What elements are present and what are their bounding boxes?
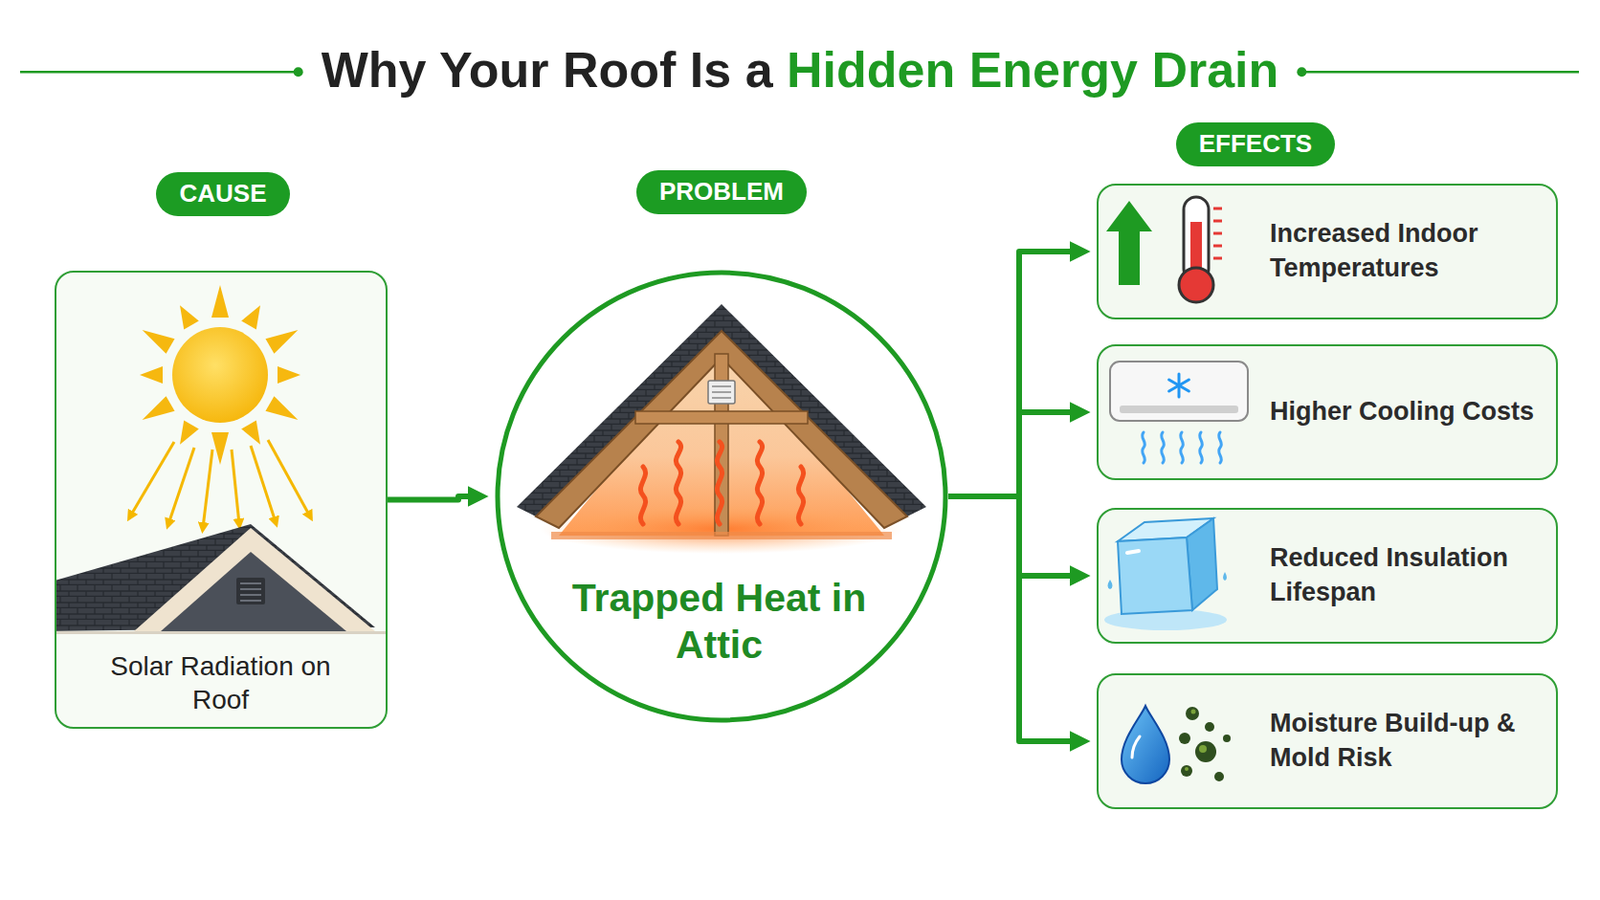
attic-cutaway [516, 304, 927, 555]
section-pill: PROBLEM [636, 170, 807, 215]
box-fill [54, 270, 388, 730]
section-pill: CAUSE [155, 172, 289, 217]
sun-icon [137, 285, 303, 466]
sun-rays [130, 440, 311, 529]
effect-box: Moisture Build-up & Mold Risk [1096, 673, 1558, 810]
thermometer-icon [1106, 197, 1223, 303]
problem-circle: PROBLEMTrapped Heat in Attic [494, 269, 949, 724]
house-roof [56, 524, 386, 635]
effect-box: Increased Indoor Temperatures [1096, 183, 1558, 320]
node-label: Higher Cooling Costs [1269, 395, 1548, 429]
node-label: Increased Indoor Temperatures [1269, 217, 1548, 285]
effect-box: Reduced Insulation Lifespan [1096, 508, 1558, 645]
node-label: Reduced Insulation Lifespan [1269, 541, 1548, 609]
flow-arrow [948, 412, 1074, 497]
box-fill [1096, 183, 1558, 320]
node-label: Solar Radiation on Roof [101, 649, 341, 717]
flow-arrow [387, 496, 472, 501]
flow-arrow [948, 251, 1074, 497]
box-fill [1096, 673, 1558, 810]
air-conditioner-icon [1110, 361, 1248, 464]
ice-cube-icon [1104, 518, 1227, 631]
cause-box: CAUSESolar Radiation on Roof [54, 270, 388, 730]
flow-arrow [948, 496, 1074, 577]
node-label: Trapped Heat in Attic [556, 575, 883, 669]
title: Why Your Roof Is a Hidden Energy Drain [321, 40, 1280, 100]
box-fill [1096, 344, 1558, 481]
moisture-mold-icon [1121, 706, 1231, 784]
flow-arrow [948, 496, 1074, 742]
box-fill [1096, 508, 1558, 645]
section-pill: EFFECTS [1176, 122, 1335, 167]
node-label: Moisture Build-up & Mold Risk [1269, 707, 1548, 775]
effect-box: Higher Cooling Costs [1096, 344, 1558, 481]
